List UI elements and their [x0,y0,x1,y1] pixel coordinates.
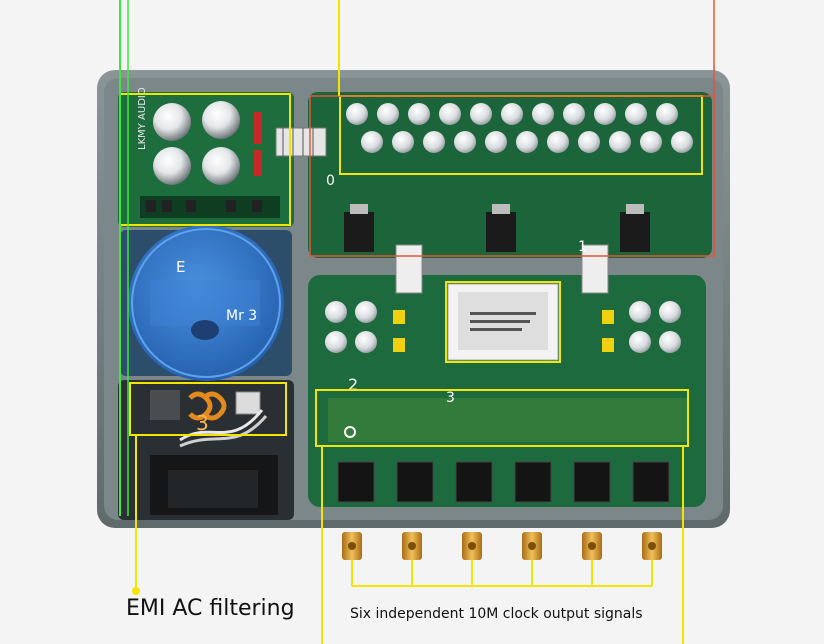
output-transformer [455,461,493,503]
regulators [344,204,650,252]
small-capacitor [594,103,616,125]
emi-filter [150,390,278,515]
small-capacitor [656,103,678,125]
transformer-model: Mr 3 [226,308,257,324]
output-transformers [337,461,670,503]
output-transformer [396,461,434,503]
output-transformer [337,461,375,503]
small-capacitor [361,131,383,153]
capacitor-array [346,103,693,153]
output-driver-strip [328,398,688,442]
highlight-boxes [119,93,715,447]
zone-1-label: 1 [578,239,587,255]
small-capacitor [625,103,647,125]
small-capacitor [470,103,492,125]
toroidal-transformer [128,225,284,381]
leader-lines [119,0,715,644]
small-capacitor [423,131,445,153]
small-capacitor [671,131,693,153]
output-transformer [514,461,552,503]
small-capacitor [439,103,461,125]
zone-0-label: 0 [326,173,335,189]
small-capacitor [408,103,430,125]
zone-3-orange: 3 [196,411,209,435]
small-capacitor [516,131,538,153]
output-transformer [632,461,670,503]
lower-capacitors [325,301,681,353]
emi-caption: EMI AC filtering [126,596,295,621]
small-capacitor [346,103,368,125]
oven-oscillator [447,283,559,361]
big-capacitors [140,101,280,218]
small-capacitor [377,103,399,125]
small-capacitor [454,131,476,153]
small-capacitor [563,103,585,125]
zone-2-label: 2 [348,375,358,394]
zone-3-label: 3 [446,390,455,406]
small-capacitor [392,131,414,153]
transformer-letter: E [176,258,185,276]
output-transformer [573,461,611,503]
bnc-outputs [342,532,662,586]
small-capacitor [501,103,523,125]
small-capacitor [547,131,569,153]
small-capacitor [532,103,554,125]
small-capacitor [485,131,507,153]
clock-output-caption: Six independent 10M clock output signals [350,606,643,622]
marker-circle [344,426,356,438]
board-connectors [275,127,609,294]
brand-silkscreen: LKMY AUDIO [137,87,148,150]
small-capacitor [640,131,662,153]
small-capacitor [578,131,600,153]
small-capacitor [609,131,631,153]
